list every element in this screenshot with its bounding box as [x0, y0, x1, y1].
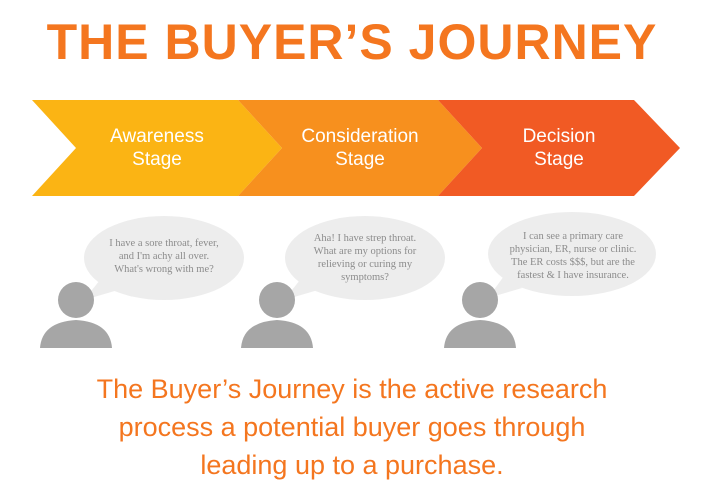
decision-quote: I can see a primary care physician, ER, … [509, 231, 637, 281]
summary-text: The Buyer’s Journey is the active resear… [96, 374, 608, 480]
awareness-quote: I have a sore throat, fever, and I'm ach… [109, 238, 219, 275]
consideration-quote: Aha! I have strep throat. What are my op… [313, 233, 417, 283]
decision-stage-label: Decision Stage [522, 126, 596, 170]
speech-bubble-3 [488, 212, 656, 298]
page-title: THE BUYER’S JOURNEY [46, 14, 658, 70]
stage-chevrons-graphic [32, 100, 680, 196]
awareness-stage-label: Awareness Stage [110, 126, 204, 170]
consideration-stage-label: Consideration Stage [301, 126, 419, 170]
person-silhouette-icon [444, 282, 516, 348]
awareness-chevron [32, 100, 282, 196]
consideration-chevron [238, 100, 482, 196]
decision-chevron [438, 100, 680, 196]
personas-graphic [40, 212, 656, 348]
person-silhouette-icon [40, 282, 112, 348]
stage-chevrons: Awareness Stage Consideration Stage Deci… [0, 100, 704, 196]
person-silhouette-icon [241, 282, 313, 348]
